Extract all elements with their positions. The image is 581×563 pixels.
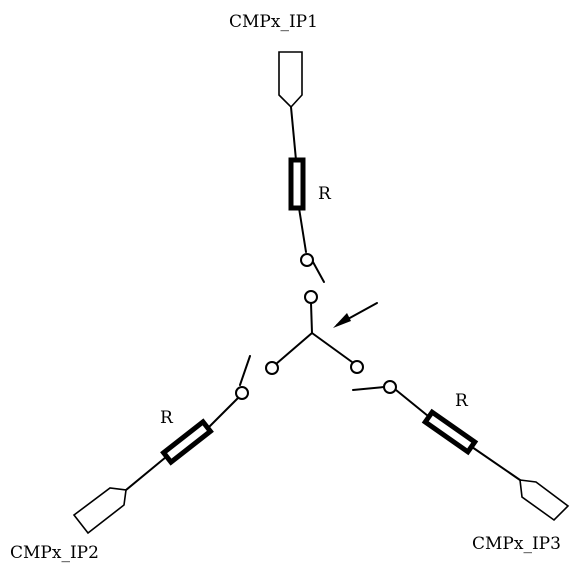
resistor-r3: [421, 408, 479, 456]
switch-1-contact: [300, 253, 314, 267]
wire-ip1-upper: [290, 106, 297, 161]
terminal-ip3-label: CMPx_IP3: [472, 534, 561, 554]
terminal-ip2-label: CMPx_IP2: [10, 543, 99, 563]
switch-3-contact: [383, 380, 397, 394]
switch-3-blade: [352, 386, 385, 391]
switch-1-blade: [312, 261, 325, 283]
switch-hub: [265, 290, 378, 375]
resistor-r1: [288, 157, 306, 211]
terminal-ip3-symbol: [519, 479, 570, 522]
resistor-r2: [160, 418, 214, 466]
branch-ip3: [352, 380, 570, 522]
switch-2-contact: [235, 386, 249, 400]
branch-ip1: [278, 51, 325, 283]
resistor-r3-label: R: [455, 391, 469, 411]
terminal-ip1-label: CMPx_IP1: [229, 12, 318, 32]
terminal-ip1-symbol: [278, 51, 303, 109]
resistor-r2-label: R: [160, 408, 174, 428]
wire-ip1-lower: [298, 207, 307, 253]
pointer-arrow-head: [333, 313, 351, 328]
switch-2-blade: [239, 355, 251, 386]
hub-stem: [310, 302, 313, 334]
wire-ip3-lower: [471, 446, 521, 481]
hub-arm-right: [311, 332, 353, 363]
hub-contact-right: [350, 360, 364, 374]
wire-ip2-upper: [205, 397, 239, 431]
branch-ip2: [72, 355, 251, 535]
terminal-ip2-symbol: [72, 487, 127, 535]
wire-ip2-lower: [125, 456, 167, 491]
hub-contact-top: [304, 290, 318, 304]
hub-arm-left: [275, 332, 313, 365]
resistor-r1-label: R: [318, 184, 332, 204]
wire-ip3-upper: [395, 389, 429, 417]
hub-contact-left: [265, 361, 279, 375]
